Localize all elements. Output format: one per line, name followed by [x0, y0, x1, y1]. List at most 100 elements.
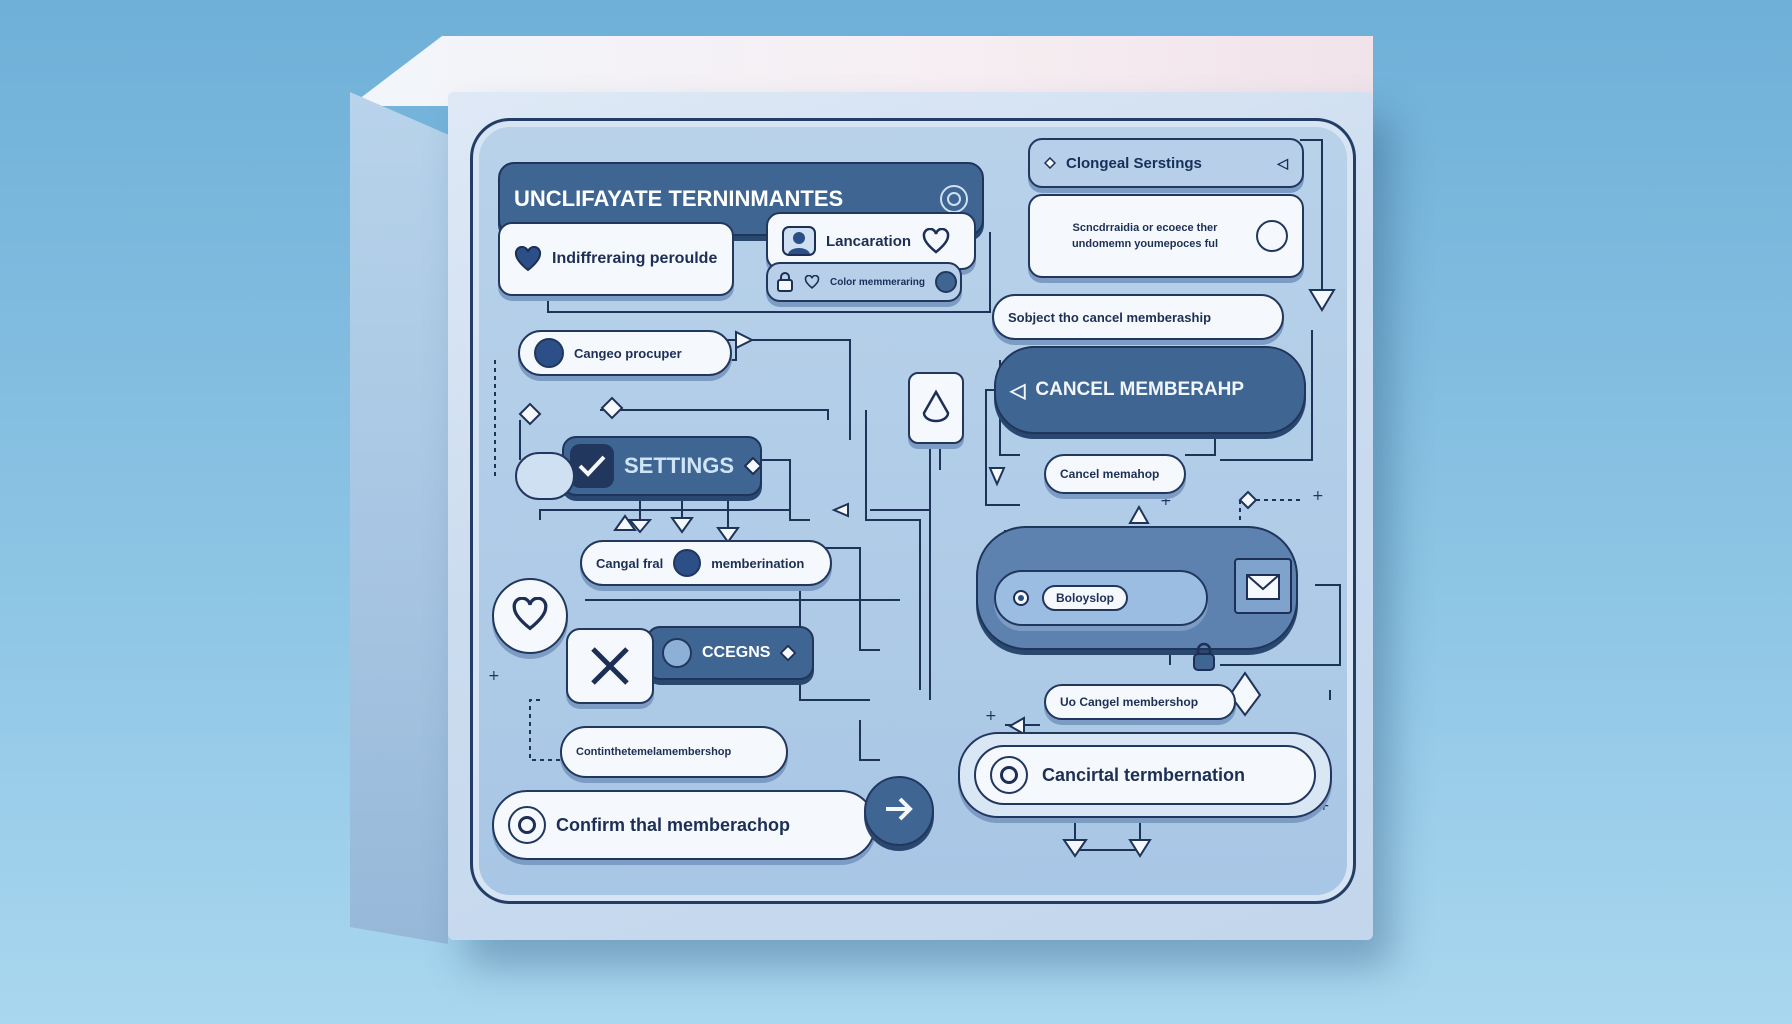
heart-icon	[921, 228, 951, 254]
cancirtal-label: Cancirtal termbernation	[1042, 764, 1246, 785]
toggle-icon[interactable]	[935, 271, 958, 293]
arrowhead	[988, 467, 1006, 487]
heart-icon	[514, 246, 542, 272]
description-line-1: Scncdrraidia or ecoece ther	[1072, 222, 1218, 234]
arrowhead	[831, 502, 849, 518]
user-icon	[782, 226, 816, 256]
clongeal-settings-node[interactable]: Clongeal Serstings ◁	[1028, 138, 1304, 188]
svg-text:+: +	[488, 668, 500, 684]
indifferent-label: Indiffreraing peroulde	[552, 250, 718, 267]
chevron-left-icon: ◁	[1010, 379, 1026, 402]
arrow-right-icon	[882, 792, 916, 830]
heart-icon	[804, 275, 820, 289]
select-label: Sobject tho cancel memberaship	[1008, 309, 1212, 325]
uo-cancel-label: Uo Cangel membershop	[1060, 695, 1199, 709]
page-title: UNCLIFAYATE TERNINMANTES	[514, 186, 844, 211]
cancirtal-termination-button[interactable]: Cancirtal termbernation	[958, 732, 1332, 818]
arrowhead	[716, 527, 740, 544]
diamond-icon	[780, 645, 797, 661]
arrowhead	[670, 517, 694, 534]
cube-icon[interactable]	[1234, 558, 1292, 614]
box-left-face	[350, 92, 448, 944]
arrowhead	[1007, 716, 1025, 736]
cangeo-label: Cangeo procuper	[574, 345, 682, 361]
wire	[760, 459, 810, 521]
user-icon	[662, 638, 692, 668]
wire	[859, 720, 880, 761]
arrowhead	[1308, 289, 1336, 312]
diamond-icon	[1228, 671, 1262, 717]
confirm-label: Confirm thal memberachop	[556, 814, 791, 835]
diamond-icon	[518, 402, 542, 426]
clongeal-label: Clongeal Serstings	[1066, 154, 1202, 172]
heart-icon	[511, 596, 549, 635]
diamond-icon	[1238, 490, 1258, 510]
color-membership-label: Color memmeraring	[830, 276, 926, 288]
x-icon	[587, 643, 633, 689]
wire	[865, 410, 921, 690]
diamond-icon	[744, 457, 760, 475]
svg-text:+: +	[1318, 798, 1330, 814]
cancel-small-node[interactable]: Cancel memahop	[1044, 454, 1186, 494]
memberination-label: memberination	[711, 555, 805, 571]
wire	[985, 480, 1020, 506]
lock-icon	[776, 272, 794, 292]
user-icon	[534, 338, 564, 368]
check-icon	[570, 444, 614, 488]
settings-label: SETTINGS	[624, 453, 735, 478]
cancel-membership-button[interactable]: ◁ CANCEL MEMBERAHP	[994, 346, 1306, 434]
continued-label: Continthetemelamembershop	[576, 746, 732, 758]
bolonyslop-node[interactable]: Boloyslop	[994, 570, 1208, 626]
ccegns-node[interactable]: CCEGNS	[646, 626, 814, 680]
cancel-small-label: Cancel memahop	[1060, 467, 1160, 481]
continued-node[interactable]: Continthetemelamembershop	[560, 726, 788, 778]
arrowhead	[735, 330, 755, 350]
diamond-icon	[600, 396, 624, 420]
lancaration-label: Lancaration	[826, 232, 912, 250]
confirm-button[interactable]: Confirm thal memberachop	[492, 790, 876, 860]
next-button[interactable]	[864, 776, 934, 846]
uo-cancel-node[interactable]: Uo Cangel membershop	[1044, 684, 1236, 720]
close-button[interactable]	[566, 628, 654, 704]
wire	[547, 232, 991, 313]
arrowhead	[1128, 504, 1150, 524]
arrowhead	[1062, 839, 1088, 858]
wire	[1220, 584, 1341, 666]
gear-icon	[1010, 587, 1032, 609]
cangal-fral-label: Cangal fral	[596, 555, 664, 571]
bolonyslop-chip: Boloyslop	[1042, 585, 1129, 611]
color-membership-node[interactable]: Color memmeraring	[766, 262, 962, 302]
diamond-icon	[1044, 157, 1056, 169]
svg-text:+: +	[1160, 493, 1172, 509]
cangeo-node[interactable]: Cangeo procuper	[518, 330, 732, 376]
radio-icon	[508, 806, 546, 844]
arrowhead	[627, 519, 653, 534]
description-line-2: undomemn youmepoces ful	[1071, 238, 1219, 250]
wire	[539, 509, 790, 520]
wire	[1220, 330, 1313, 461]
arrowhead	[613, 514, 637, 531]
radio-icon[interactable]	[940, 185, 968, 213]
cancirtal-inner: Cancirtal termbernation	[974, 745, 1316, 805]
favorite-button[interactable]	[492, 578, 568, 654]
wire	[1300, 139, 1323, 290]
ccegns-label: CCEGNS	[702, 644, 771, 661]
gear-icon[interactable]	[1256, 220, 1288, 252]
stacked-pill-decoration	[515, 452, 575, 500]
wire	[1074, 805, 1141, 851]
select-node[interactable]: Sobject tho cancel memberaship	[992, 294, 1284, 340]
connector-node[interactable]	[908, 372, 964, 444]
user-icon	[673, 549, 702, 577]
radio-icon	[990, 756, 1028, 794]
settings-button[interactable]: SETTINGS	[562, 436, 762, 496]
chevron-left-icon: ◁	[1277, 154, 1288, 171]
svg-text:+: +	[1165, 713, 1177, 729]
indifferent-node[interactable]: Indiffreraing peroulde	[498, 222, 734, 296]
cangal-fral-node[interactable]: Cangal fral memberination	[580, 540, 832, 586]
arrowhead	[1128, 839, 1152, 858]
svg-text:+: +	[1312, 488, 1324, 504]
bolonyslop-label: Boloyslop	[1056, 591, 1115, 605]
cancel-main-label: CANCEL MEMBERAHP	[1035, 379, 1245, 400]
description-node: Scncdrraidia or ecoece ther undomemn you…	[1028, 194, 1304, 278]
